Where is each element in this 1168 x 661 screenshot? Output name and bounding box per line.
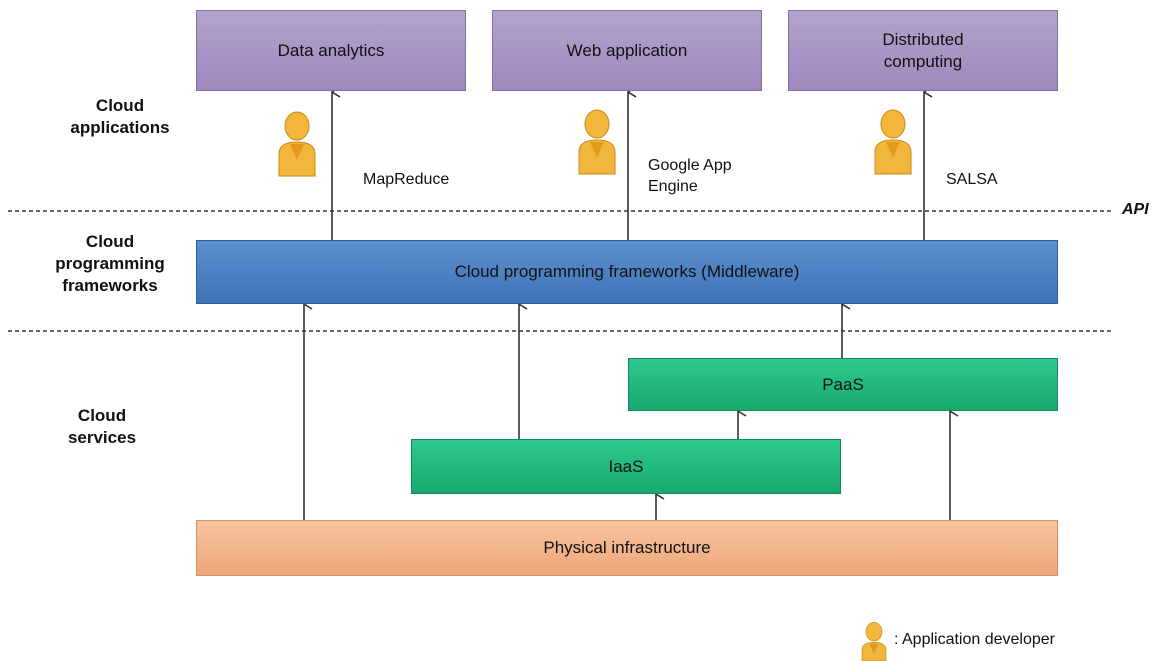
box-paas-label: PaaS <box>822 374 864 394</box>
box-middleware-label: Cloud programming frameworks (Middleware… <box>454 262 800 282</box>
box-physical-infrastructure: Physical infrastructure <box>196 520 1058 576</box>
person-icon <box>578 109 616 175</box>
box-data-analytics: Data analytics <box>196 10 466 91</box>
legend-person-icon <box>861 622 887 661</box>
box-web-application-label: Web application <box>566 40 688 60</box>
person-icon <box>874 109 912 175</box>
framework-label-google-app-engine: Google App Engine <box>648 157 732 195</box>
section-label-applications: Cloud applications <box>70 96 170 138</box>
framework-label-mapreduce: MapReduce <box>363 171 450 188</box>
box-distributed-computing: Distributed computing <box>788 10 1058 91</box>
legend-text: : Application developer <box>894 631 1055 648</box>
box-distributed-computing-label: Distributed computing <box>882 30 964 71</box>
box-web-application: Web application <box>492 10 762 91</box>
box-iaas-label: IaaS <box>608 456 644 476</box>
box-data-analytics-label: Data analytics <box>277 40 385 60</box>
person-icon <box>278 111 316 177</box>
box-middleware: Cloud programming frameworks (Middleware… <box>196 240 1058 304</box>
api-label: API <box>1122 201 1149 218</box>
framework-label-salsa: SALSA <box>946 171 998 188</box>
box-paas: PaaS <box>628 358 1058 411</box>
box-iaas: IaaS <box>411 439 841 494</box>
section-label-services: Cloud services <box>67 406 137 448</box>
box-physical-infrastructure-label: Physical infrastructure <box>543 538 711 558</box>
section-label-frameworks: Cloud programming frameworks <box>55 232 165 296</box>
